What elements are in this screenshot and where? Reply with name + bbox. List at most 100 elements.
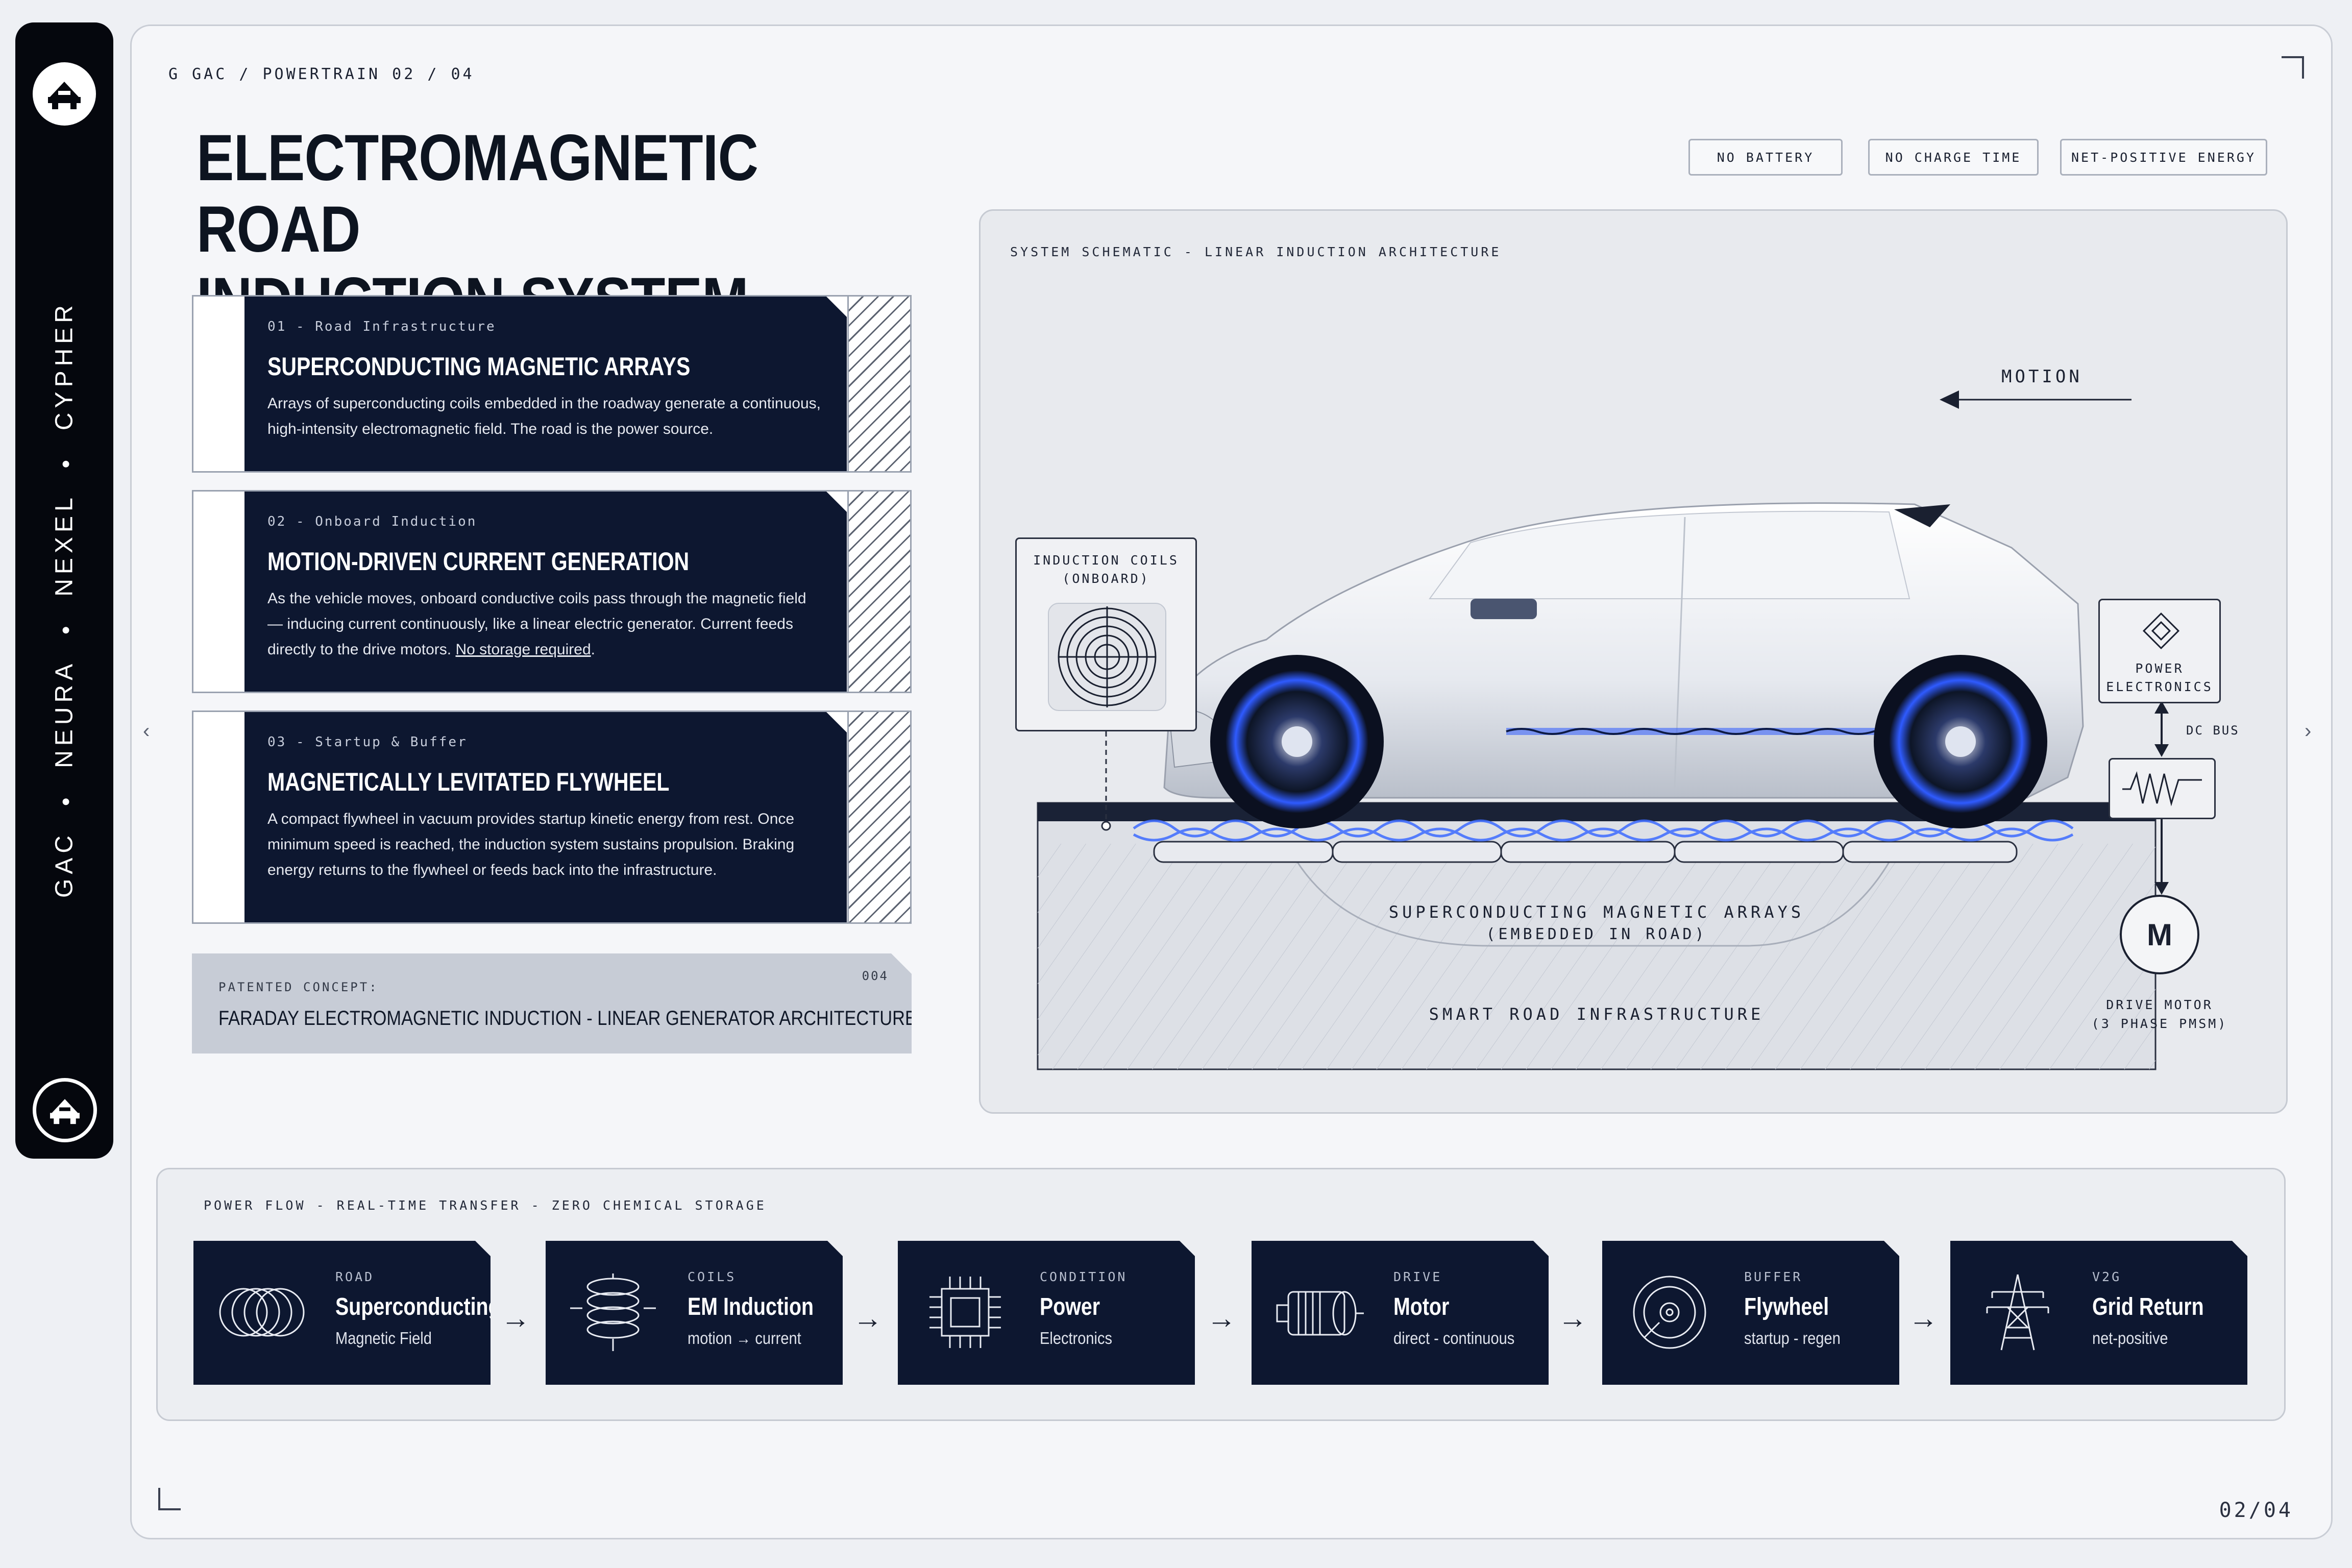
feature-card-body: 02 - Onboard Induction MOTION-DRIVEN CUR… <box>244 492 847 692</box>
motion-arrow-icon <box>1940 390 2132 409</box>
brand-cypher[interactable]: CYPHER <box>51 301 78 431</box>
flow-arrow-icon: → <box>1207 1302 1236 1335</box>
flow-step-v2g[interactable]: V2G Grid Return net-positive <box>1950 1241 2247 1385</box>
corner-mark-top-right <box>2282 56 2304 79</box>
microchip-icon <box>919 1271 1011 1353</box>
flow-step-key: COILS <box>688 1269 737 1284</box>
flow-arrow-icon: → <box>853 1302 883 1335</box>
feature-card-body: 01 - Road Infrastructure SUPERCONDUCTING… <box>244 297 847 471</box>
patent-number: 004 <box>862 969 889 983</box>
flow-step-subtitle: Electronics <box>1040 1329 1113 1348</box>
road-infrastructure-label: SMART ROAD INFRASTRUCTURE <box>1429 1004 1765 1024</box>
brand-logo-icon[interactable] <box>33 62 96 126</box>
car-illustration <box>1037 502 2169 1070</box>
prev-slide-chevron-icon[interactable]: ‹ <box>143 720 150 742</box>
magnetic-field-rings-icon <box>215 1271 307 1353</box>
waveform-icon <box>2122 771 2202 806</box>
patent-value: FARADAY ELECTROMAGNETIC INDUCTION - LINE… <box>218 1007 917 1030</box>
drive-motor-label: DRIVE MOTOR <box>2106 997 2213 1012</box>
flow-step-title: Superconducting <box>335 1293 501 1320</box>
arrays-sub-label: (EMBEDDED IN ROAD) <box>1486 925 1707 943</box>
flow-step-key: BUFFER <box>1744 1269 1803 1284</box>
coil-diagram-icon <box>1048 603 1166 711</box>
flow-step-title: Motor <box>1393 1293 1450 1320</box>
electric-motor-icon <box>1273 1271 1365 1353</box>
flow-step-road[interactable]: ROAD Superconducting Magnetic Field <box>193 1241 491 1385</box>
hatch-pattern <box>847 492 910 692</box>
next-slide-chevron-icon[interactable]: › <box>2305 720 2312 742</box>
flow-step-subtitle: net-positive <box>2092 1329 2168 1348</box>
flow-step-drive[interactable]: DRIVE Motor direct - continuous <box>1252 1241 1549 1385</box>
flow-step-coils[interactable]: COILS EM Induction motion → current <box>546 1241 843 1385</box>
system-schematic-panel: SYSTEM SCHEMATIC - LINEAR INDUCTION ARCH… <box>979 209 2288 1114</box>
flow-step-title: Grid Return <box>2092 1293 2204 1320</box>
flywheel-disc-icon <box>1624 1271 1716 1353</box>
power-electronics-sub-label: ELECTRONICS <box>2106 679 2213 694</box>
flow-step-title: EM Induction <box>688 1293 814 1320</box>
feature-card-description: A compact flywheel in vacuum provides st… <box>267 811 795 878</box>
page-title-line-1: ELECTROMAGNETIC ROAD <box>197 121 758 266</box>
flow-step-title: Power <box>1040 1293 1100 1320</box>
feature-card-title: SUPERCONDUCTING MAGNETIC ARRAYS <box>267 352 691 381</box>
no-storage-link: No storage required <box>455 641 591 658</box>
flow-arrow-icon: → <box>1558 1302 1587 1335</box>
motion-label: MOTION <box>2001 366 2082 387</box>
tag-no-charge-time: NO CHARGE TIME <box>1868 139 2039 176</box>
flow-step-buffer[interactable]: BUFFER Flywheel startup - regen <box>1602 1241 1899 1385</box>
feature-card-title: MOTION-DRIVEN CURRENT GENERATION <box>267 547 690 576</box>
feature-card-eyebrow: 02 - Onboard Induction <box>267 514 477 529</box>
coil-spring-icon <box>567 1271 659 1353</box>
power-electronics-label: POWER <box>2135 661 2184 676</box>
patent-label: PATENTED CONCEPT: <box>218 980 379 994</box>
feature-card-eyebrow: 01 - Road Infrastructure <box>267 319 496 334</box>
drive-motor-sub-label: (3 PHASE PMSM) <box>2091 1016 2228 1031</box>
patent-box: PATENTED CONCEPT: FARADAY ELECTROMAGNETI… <box>192 953 912 1054</box>
induction-coils-sub-label: (ONBOARD) <box>1062 571 1150 586</box>
corner-mark-bottom-left <box>158 1488 181 1510</box>
brand-nexel[interactable]: NEXEL <box>51 493 78 597</box>
brand-logo-bottom-icon[interactable] <box>33 1078 97 1142</box>
flow-step-subtitle: startup - regen <box>1744 1329 1841 1348</box>
tag-no-battery: NO BATTERY <box>1688 139 1843 176</box>
feature-card-1: 01 - Road Infrastructure SUPERCONDUCTING… <box>192 295 912 473</box>
drive-motor-icon: M <box>2120 895 2199 974</box>
flow-step-subtitle: direct - continuous <box>1393 1329 1515 1348</box>
flow-step-key: ROAD <box>335 1269 375 1284</box>
flow-step-subtitle: motion → current <box>688 1329 801 1348</box>
feature-card-title: MAGNETICALLY LEVITATED FLYWHEEL <box>267 768 670 796</box>
induction-coils-label-box: INDUCTION COILS (ONBOARD) <box>1015 537 1197 731</box>
feature-card-body: 03 - Startup & Buffer MAGNETICALLY LEVIT… <box>244 712 847 922</box>
flow-step-title: Flywheel <box>1744 1293 1829 1320</box>
feature-card-description: As the vehicle moves, onboard conductive… <box>267 586 821 663</box>
brand-list: GAC●NEURA●NEXEL●CYPHER <box>51 301 78 898</box>
brand-neura[interactable]: NEURA <box>51 659 78 768</box>
schematic-caption: SYSTEM SCHEMATIC - LINEAR INDUCTION ARCH… <box>1010 244 1502 259</box>
side-rail: GAC●NEURA●NEXEL●CYPHER <box>15 22 113 1159</box>
flow-step-key: CONDITION <box>1040 1269 1128 1284</box>
feature-card-description-text: As the vehicle moves, onboard conductive… <box>267 590 806 658</box>
hatch-pattern <box>847 297 910 471</box>
feature-card-description-end: . <box>591 641 595 658</box>
flow-arrow-icon: → <box>501 1302 530 1335</box>
flow-step-key: DRIVE <box>1393 1269 1442 1284</box>
page-number: 02/04 <box>2219 1499 2293 1522</box>
power-flow-caption: POWER FLOW - REAL-TIME TRANSFER - ZERO C… <box>204 1198 767 1213</box>
feature-card-description: Arrays of superconducting coils embedded… <box>267 395 821 437</box>
induction-coils-label: INDUCTION COILS <box>1033 553 1179 568</box>
tag-net-positive-energy: NET-POSITIVE ENERGY <box>2060 139 2267 176</box>
waveform-box <box>2109 758 2216 819</box>
dc-bus-label: DC BUS <box>2186 723 2240 738</box>
feature-card-2: 02 - Onboard Induction MOTION-DRIVEN CUR… <box>192 490 912 693</box>
breadcrumb: G GAC / POWERTRAIN 02 / 04 <box>168 65 475 83</box>
arrays-label: SUPERCONDUCTING MAGNETIC ARRAYS <box>1388 902 1805 922</box>
power-tower-icon <box>1972 1271 2064 1353</box>
chip-diamond-icon <box>2142 612 2180 650</box>
power-flow-panel: POWER FLOW - REAL-TIME TRANSFER - ZERO C… <box>156 1168 2286 1421</box>
feature-card-eyebrow: 03 - Startup & Buffer <box>267 734 468 750</box>
flow-step-key: V2G <box>2092 1269 2122 1284</box>
brand-gac[interactable]: GAC <box>51 830 78 898</box>
power-electronics-box: POWER ELECTRONICS <box>2098 599 2221 703</box>
flow-arrow-icon: → <box>1908 1302 1938 1335</box>
flow-step-condition[interactable]: CONDITION Power Electronics <box>898 1241 1195 1385</box>
feature-card-3: 03 - Startup & Buffer MAGNETICALLY LEVIT… <box>192 710 912 924</box>
